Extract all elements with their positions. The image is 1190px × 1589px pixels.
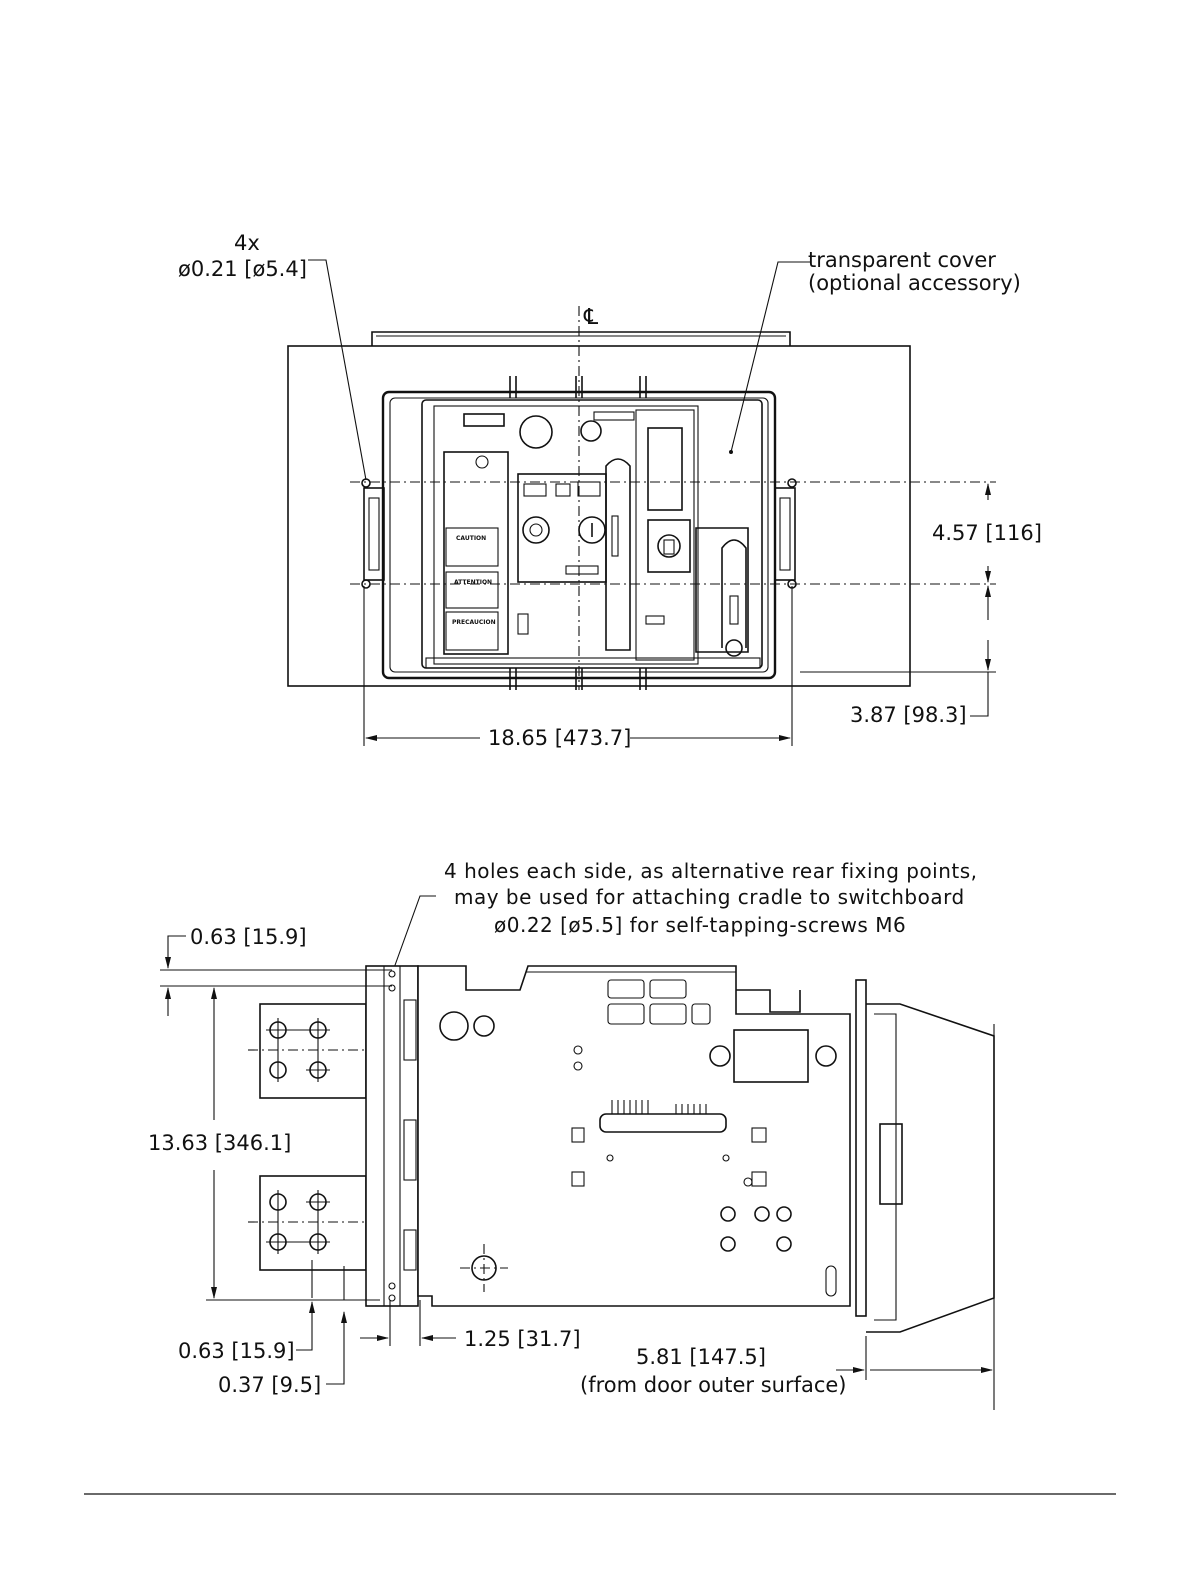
panel-cutout <box>287 345 911 687</box>
top-flange <box>371 331 791 346</box>
open-button[interactable] <box>522 516 550 544</box>
transparent-cover-side <box>866 1003 995 1333</box>
cradle-side-plate <box>417 965 851 1307</box>
side-view: 4 holes each side, as alternative rear f… <box>148 859 995 1410</box>
dim-width-label: 18.65 [473.7] <box>488 726 631 750</box>
charging-handle[interactable] <box>605 458 631 651</box>
cover-note-line1: transparent cover <box>808 248 996 272</box>
note-line3: ø0.22 [ø5.5] for self-tapping-screws M6 <box>494 913 906 937</box>
dim-door-note: (from door outer surface) <box>580 1373 847 1397</box>
secondary-contacts <box>599 1113 727 1133</box>
precaucion-label: PRECAUCION <box>452 619 496 626</box>
dim-door-label: 5.81 [147.5] <box>636 1345 766 1369</box>
note-leader <box>393 895 436 969</box>
cover-leader <box>730 261 810 453</box>
lower-terminal <box>259 1175 367 1271</box>
note-line1: 4 holes each side, as alternative rear f… <box>444 859 978 883</box>
holes-leader <box>308 259 367 481</box>
dim-bottom1-label: 0.63 [15.9] <box>178 1339 295 1363</box>
dim-top-label: 0.63 [15.9] <box>190 925 307 949</box>
dim-bottom2-label: 0.37 [9.5] <box>218 1373 321 1397</box>
racking-lock <box>647 519 691 573</box>
close-button[interactable] <box>578 516 606 544</box>
dim-height-side-label: 13.63 [346.1] <box>148 1131 291 1155</box>
terminal-clips <box>509 376 647 690</box>
front-view: ℄ CAUTION ATTENTION PRECAUCION <box>178 231 1042 750</box>
centerline-symbol: ℄ <box>583 305 599 330</box>
holes-diameter: ø0.21 [ø5.4] <box>178 257 307 281</box>
racking-handle[interactable] <box>721 539 747 648</box>
lifting-hook <box>439 1011 469 1041</box>
right-mount-bracket <box>774 478 797 589</box>
dim-bottom-label: 3.87 [98.3] <box>850 703 967 727</box>
caution-label: CAUTION <box>456 535 486 542</box>
dim-depth-label: 1.25 [31.7] <box>464 1327 581 1351</box>
rear-frame <box>365 965 419 1307</box>
note-line2: may be used for attaching cradle to swit… <box>454 885 965 909</box>
holes-count: 4x <box>234 231 260 255</box>
label-panel <box>443 451 509 655</box>
upper-terminal <box>259 1003 367 1099</box>
attention-label: ATTENTION <box>454 579 492 586</box>
left-mount-bracket <box>361 478 385 589</box>
cover-note-line2: (optional accessory) <box>808 271 1021 295</box>
dim-height-label: 4.57 [116] <box>932 521 1042 545</box>
door-panel <box>855 979 867 1317</box>
